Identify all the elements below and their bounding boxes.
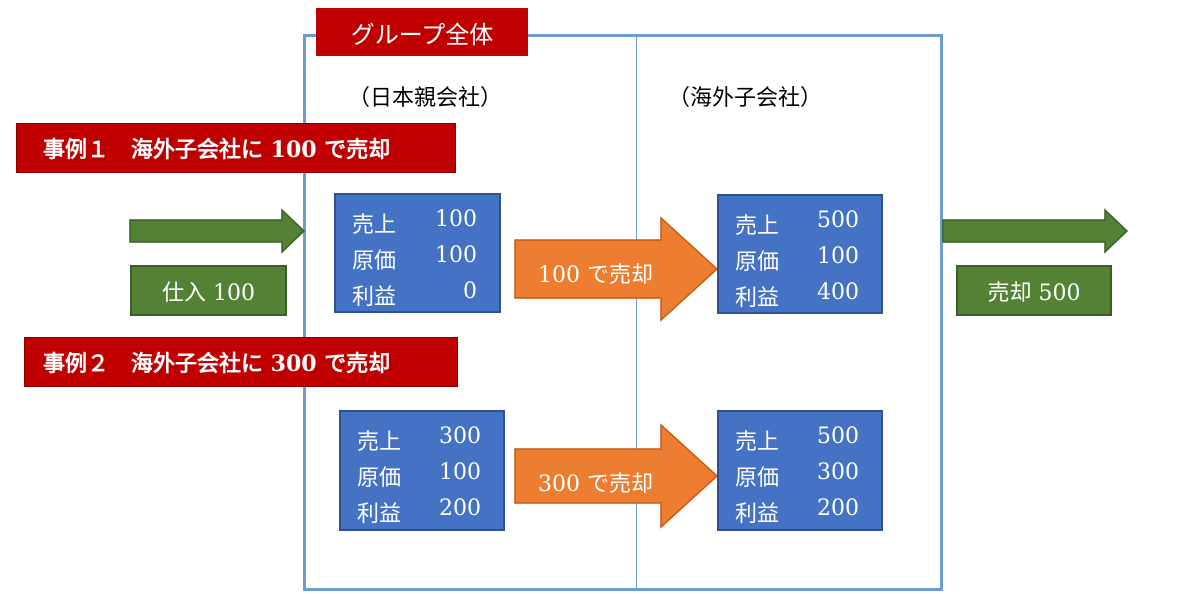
- pl-value: 400: [817, 280, 859, 305]
- pl-value: 100: [435, 207, 477, 232]
- pl-row-profit: 利益 400: [719, 280, 881, 316]
- pl-value: 200: [439, 496, 481, 521]
- pl-value: 300: [817, 460, 859, 485]
- pl-row-sales: 売上 500: [719, 208, 881, 244]
- case-2-parent-pl: 売上 300 原価 100 利益 200: [339, 410, 505, 531]
- heading-parent: （日本親会社）: [348, 86, 503, 111]
- pl-row-sales: 売上 100: [336, 207, 499, 243]
- case-2-transfer-label: 300 で売却: [538, 472, 653, 497]
- case-2-transfer-arrow: [514, 423, 719, 529]
- case-1-transfer-arrow: [514, 216, 719, 322]
- pl-row-sales: 売上 500: [719, 424, 881, 460]
- pl-value: 0: [463, 279, 477, 304]
- pl-value: 100: [439, 460, 481, 485]
- pl-label: 原価: [357, 466, 402, 491]
- pl-value: 500: [817, 424, 859, 449]
- case-2-subsidiary-pl: 売上 500 原価 300 利益 200: [717, 410, 883, 531]
- pl-label: 利益: [357, 502, 402, 527]
- sale-arrow: [942, 208, 1129, 254]
- pl-row-profit: 利益 0: [336, 279, 499, 315]
- case-1-label: 事例１ 海外子会社に 100 で売却: [16, 123, 456, 173]
- pl-label: 利益: [352, 285, 397, 310]
- case-1-parent-pl: 売上 100 原価 100 利益 0: [334, 193, 501, 313]
- pl-value: 200: [817, 496, 859, 521]
- pl-label: 利益: [735, 502, 780, 527]
- pl-label: 原価: [352, 249, 397, 274]
- case-2-label: 事例２ 海外子会社に 300 で売却: [24, 337, 458, 387]
- pl-label: 売上: [735, 430, 780, 455]
- purchase-box: 仕入 100: [130, 265, 287, 316]
- pl-label: 利益: [735, 286, 780, 311]
- pl-label: 売上: [735, 214, 780, 239]
- pl-row-cost: 原価 100: [719, 244, 881, 280]
- external-sale-box: 売却 500: [956, 265, 1112, 316]
- group-label: グループ全体: [316, 8, 528, 56]
- entity-divider: [636, 36, 637, 590]
- pl-label: 原価: [735, 466, 780, 491]
- pl-label: 売上: [352, 213, 397, 238]
- purchase-arrow: [129, 208, 306, 254]
- pl-value: 100: [435, 243, 477, 268]
- pl-label: 原価: [735, 250, 780, 275]
- pl-row-sales: 売上 300: [341, 424, 503, 460]
- pl-value: 100: [817, 244, 859, 269]
- case-1-subsidiary-pl: 売上 500 原価 100 利益 400: [717, 194, 883, 314]
- pl-label: 売上: [357, 430, 402, 455]
- case-1-transfer-label: 100 で売却: [538, 263, 653, 288]
- group-frame: [303, 34, 943, 591]
- pl-row-cost: 原価 100: [336, 243, 499, 279]
- pl-value: 300: [439, 424, 481, 449]
- heading-subsidiary: （海外子会社）: [668, 86, 823, 111]
- pl-row-cost: 原価 300: [719, 460, 881, 496]
- pl-value: 500: [817, 208, 859, 233]
- pl-row-cost: 原価 100: [341, 460, 503, 496]
- pl-row-profit: 利益 200: [341, 496, 503, 532]
- pl-row-profit: 利益 200: [719, 496, 881, 532]
